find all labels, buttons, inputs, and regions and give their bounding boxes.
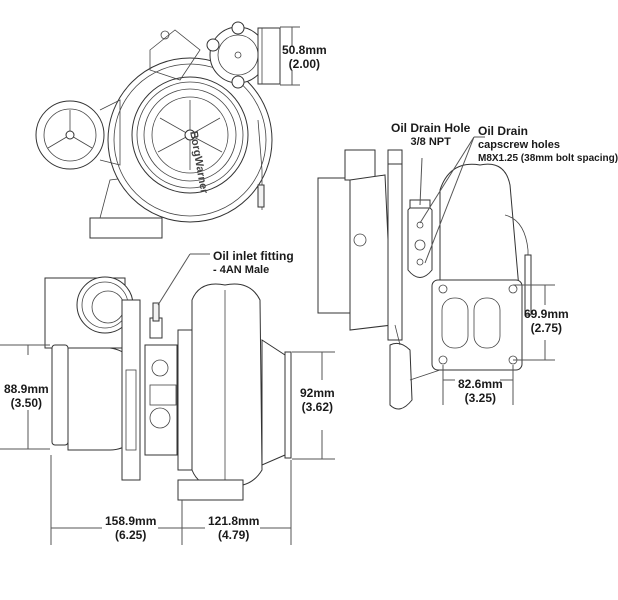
turbine-outlet-dimension: 92mm (3.62) — [300, 386, 335, 414]
turbo-drawing — [0, 21, 555, 545]
side-view — [44, 276, 292, 501]
flange-view — [317, 149, 532, 410]
flange-width-dimension: 82.6mm (3.25) — [458, 377, 503, 405]
oil-inlet-line2: - 4AN Male — [213, 264, 270, 276]
oil-drain-capscrew-line1: Oil Drain — [478, 124, 529, 138]
compressor-outlet-dimension: 50.8mm (2.00) — [282, 43, 327, 71]
turbine-outlet-imperial: (3.62) — [301, 400, 334, 414]
turbine-outlet-metric: 92mm — [300, 386, 335, 400]
oil-drain-hole-line2: 3/8 NPT — [410, 136, 451, 148]
oil-drain-hole-line1: Oil Drain Hole — [391, 121, 471, 135]
compressor-inlet-metric: 88.9mm — [4, 382, 49, 396]
side-view-dimensions — [0, 253, 335, 545]
length-compressor-side-imperial: (6.25) — [115, 528, 147, 542]
oil-drain-hole-label: Oil Drain Hole 3/8 NPT — [391, 121, 470, 149]
flange-view-dimensions — [419, 136, 555, 405]
flange-width-imperial: (3.25) — [464, 391, 497, 405]
flange-height-dimension: 69.9mm (2.75) — [524, 307, 569, 335]
compressor-outlet-imperial: (2.00) — [288, 57, 321, 71]
oil-inlet-line1: Oil inlet fitting — [213, 249, 294, 263]
length-turbine-side-metric: 121.8mm — [208, 514, 260, 528]
oil-drain-capscrew-label: Oil Drain capscrew holes M8X1.25 (38mm b… — [478, 124, 618, 166]
flange-height-metric: 69.9mm — [524, 307, 569, 321]
flange-height-imperial: (2.75) — [530, 321, 563, 335]
compressor-inlet-imperial: (3.50) — [10, 396, 43, 410]
compressor-outlet-metric: 50.8mm — [282, 43, 327, 57]
compressor-front-view — [35, 21, 281, 239]
compressor-inlet-dimension: 88.9mm (3.50) — [4, 382, 49, 410]
flange-width-metric: 82.6mm — [458, 377, 503, 391]
oil-drain-capscrew-line2: capscrew holes — [478, 139, 560, 151]
oil-drain-capscrew-line3: M8X1.25 (38mm bolt spacing) — [478, 153, 618, 164]
length-turbine-side-imperial: (4.79) — [218, 528, 250, 542]
length-compressor-side-metric: 158.9mm — [105, 514, 157, 528]
dim-compressor-outlet — [280, 26, 300, 86]
oil-inlet-label: Oil inlet fitting - 4AN Male — [213, 249, 294, 277]
length-turbine-side-dimension: 121.8mm (4.79) — [208, 514, 259, 542]
length-compressor-side-dimension: 158.9mm (6.25) — [105, 514, 156, 542]
